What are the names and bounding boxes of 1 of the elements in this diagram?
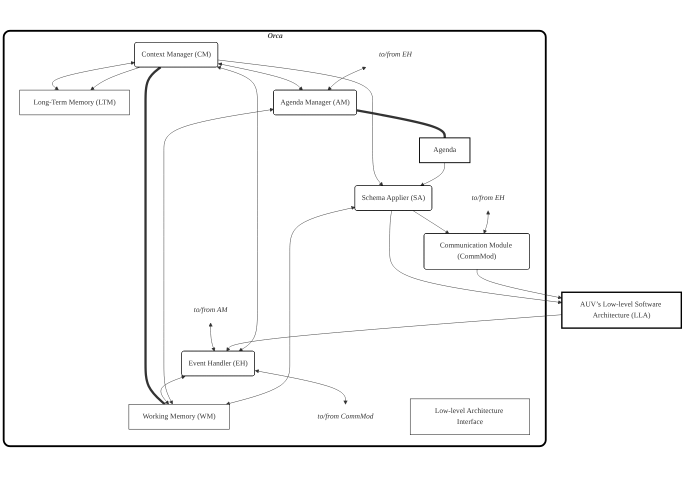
connector [144,66,166,406]
